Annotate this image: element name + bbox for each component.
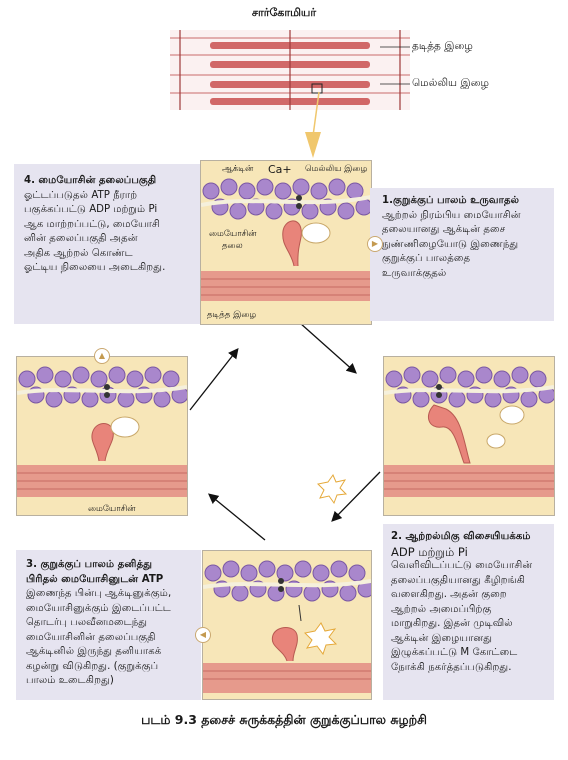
zoom-arrow [305,91,321,158]
step-2-textbox: 2. ஆற்றல்மிகு விசையியக்கம் ADP மற்றும் P… [383,524,554,700]
step-1-line: ஆற்றல் நிரம்பிய மையோசின் [382,209,521,221]
step-3-line: ஆக்டினில் இருந்து தனியாகக் [26,646,162,657]
step-4-line: னின் தலைப்பகுதி அதன் [24,233,138,244]
step-3-line: இணைந்த பின்பு ஆக்டினுக்கும், [26,588,172,599]
step-2-line: மாறுகிறது. இதன் முடிவில் [391,618,513,629]
step-4-line: பகுக்கப்பட்டு ADP மற்றும் Pi [24,204,158,215]
panel-step-3 [202,550,372,700]
panel-step-1 [200,160,372,325]
step-3-title: 3. குறுக்குப் பாலம் தனித்து [26,559,153,570]
panel-3-illustration [203,551,371,699]
panel-step-2 [383,356,555,516]
legend-leaders [380,46,410,85]
step-2-line: நோக்கி நகர்த்தப்படுகிறது. [391,661,512,673]
step-3-line: மையோசினுக்கும் இடைப்பட்ட [26,602,171,614]
label-myosin-head-2: தலை [222,241,243,251]
step-4-line: ஓட்டப்படுதல் ATP நீராற் [24,189,138,201]
step-1-line: தலையானது ஆக்டின் தசை [382,224,506,235]
diagram-title: சார்கோமியர் [251,6,317,19]
step-4-title: 4. மையோசின் தலைப்பகுதி [24,175,157,186]
step-3-line: பாலம் உடைகிறது) [26,675,114,686]
step-1-line: குறுக்குப் பாலத்தை [382,253,471,264]
step-1-line: உருவாக்குதல் [382,267,447,279]
step-1-title: 1.குறுக்குப் பாலம் உருவாதல் [382,195,520,206]
figure-caption: படம் 9.3 தசைச் சுருக்கத்தின் குறுக்குப்ப… [141,712,427,727]
panel-4-illustration [17,357,187,515]
step-3-line: மையோசினின் தலைப்பகுதி [26,631,156,643]
legend-thin-filament: மெல்லிய இழை [412,77,489,89]
panel-step-4 [16,356,188,516]
nav-right-icon[interactable]: ▶ [367,236,383,252]
step-2-line: வெளிவிடப்பட்டு மையோசின் [391,560,533,571]
label-thick-filament: தடித்த இழை [207,310,257,320]
label-myosin-head-1: மையோசின் [209,229,257,239]
step-2-line: ஆக்டின் இழையானது [391,632,493,644]
step-2-subtitle: ADP மற்றும் Pi [391,544,468,559]
step-1-line: நுண்ணிழையோடு இணைந்து [382,238,519,250]
step-2-line: ஆற்றல் அமைப்பிற்கு [391,603,492,615]
step-3-textbox: 3. குறுக்குப் பாலம் தனித்து பிரிதல் மையோ… [16,550,201,700]
cycle-arrows [189,322,381,541]
step-3-title-2: பிரிதல் மையோசினுடன் ATP [26,573,164,585]
nav-up-icon[interactable]: ▲ [94,348,110,364]
step-4-line: ஆக மாற்றப்பட்டு, மையோசி [24,218,160,230]
step-2-line: இழுக்கப்பட்டு M கோட்டை [391,647,518,658]
panel-2-illustration [384,357,554,515]
step-4-textbox: 4. மையோசின் தலைப்பகுதி ஓட்டப்படுதல் ATP … [14,164,200,324]
sarcomere-illustration [170,30,410,110]
step-3-line: தொடர்பு பலவீனமடைந்து [26,617,148,628]
nav-left-icon[interactable]: ◀ [195,627,211,643]
panel-1-illustration [201,161,371,324]
step-4-line: அதிக ஆற்றல் கொண்ட [24,247,133,259]
label-actin: ஆக்டின் [222,164,254,174]
step-2-title: 2. ஆற்றல்மிகு விசையியக்கம் [391,531,531,542]
step-4-line: ஓட்டிய நிலையை அடைகிறது. [24,262,166,273]
label-thin-filament: மெல்லிய இழை [305,164,368,174]
label-myosin: மையோசின் [88,504,136,514]
step-3-line: கழன்று விடுகிறது. (குறுக்குப் [26,660,159,672]
label-ca: Ca+ [268,163,292,176]
step-1-textbox: 1.குறுக்குப் பாலம் உருவாதல் ஆற்றல் நிரம்… [370,188,554,321]
step-2-line: தலைப்பகுதியானது கீழிறங்கி [391,574,525,586]
step-2-line: வளைகிறது. அதன் குறை [391,589,507,600]
legend-thick-filament: தடித்த இழை [412,40,473,52]
